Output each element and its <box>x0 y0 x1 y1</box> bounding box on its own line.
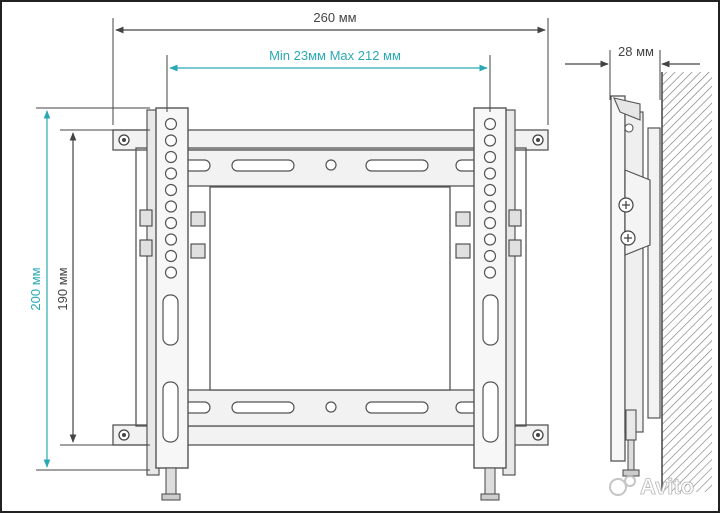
arm-hole <box>483 150 497 164</box>
arm-hole <box>164 134 178 147</box>
arm-hole <box>164 183 178 197</box>
dimension-width-total: 260 мм <box>112 10 549 125</box>
arm-hole <box>164 167 178 180</box>
arm-hole <box>483 117 497 131</box>
arm-hole <box>164 117 178 131</box>
height-holes-label: 190 мм <box>55 267 70 310</box>
left-arm-holes <box>164 117 178 279</box>
arm-hole <box>164 233 178 246</box>
height-total-label: 200 мм <box>28 267 43 310</box>
arm-hole <box>483 183 497 197</box>
side-view-bracket <box>610 95 661 477</box>
arm-hole <box>483 233 497 246</box>
arm-hole <box>164 150 178 164</box>
dimension-width-adjust: Min 23мм Max 212 мм <box>166 48 491 112</box>
arm-hole <box>483 249 497 263</box>
width-adjust-label: Min 23мм Max 212 мм <box>269 48 401 63</box>
arm-hole <box>483 134 497 147</box>
avito-logo-icon <box>609 478 627 496</box>
right-arm-holes <box>483 117 497 279</box>
arm-hole <box>164 266 178 279</box>
arm-hole <box>483 216 497 230</box>
wall-plate <box>112 129 549 446</box>
arm-hole <box>483 266 497 279</box>
watermark-text: Avito <box>640 474 694 499</box>
dimension-depth: 28 мм <box>565 44 700 100</box>
wall-section <box>661 72 712 492</box>
watermark: Avito <box>609 474 695 499</box>
arm-hole <box>164 216 178 230</box>
arm-hole <box>483 200 497 213</box>
width-total-label: 260 мм <box>313 10 356 25</box>
arm-hole <box>164 249 178 263</box>
depth-label: 28 мм <box>618 44 654 59</box>
dimension-height-holes: 190 мм <box>55 129 150 446</box>
arm-hole <box>164 200 178 213</box>
arm-hole <box>483 167 497 180</box>
dimension-height-total: 200 мм <box>28 107 150 471</box>
